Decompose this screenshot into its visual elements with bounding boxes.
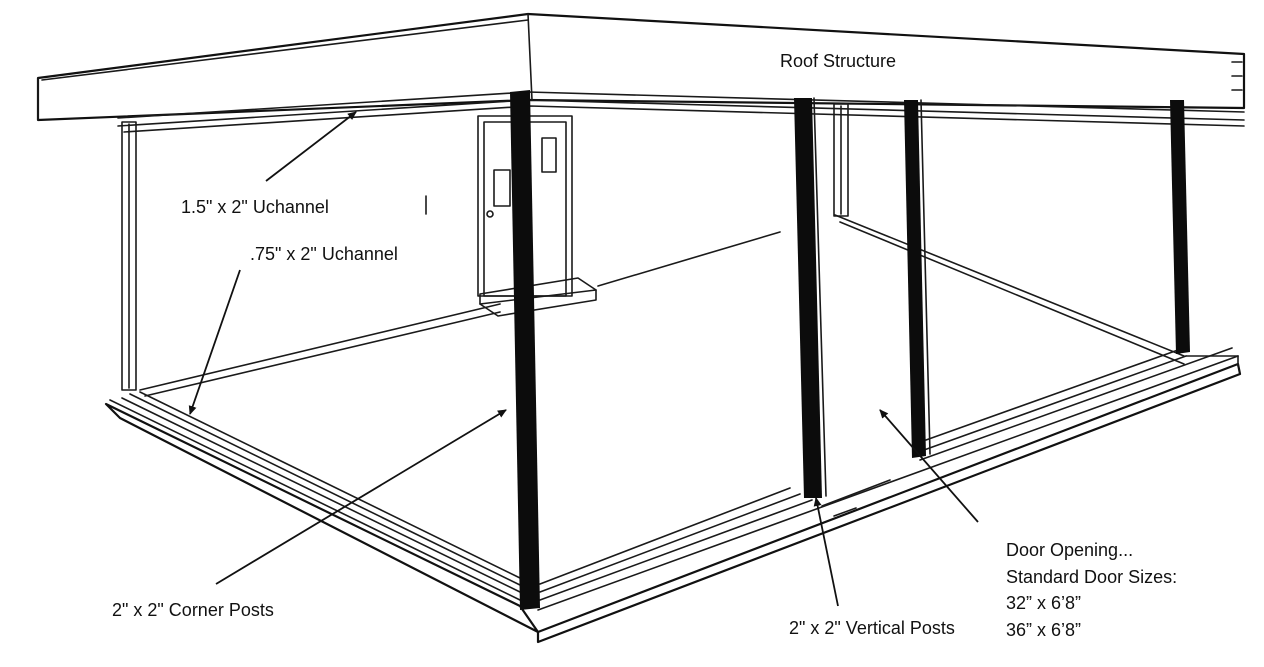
door-size-36: 36” x 6’8”: [1006, 619, 1082, 640]
door-opening-callout: Door Opening... Standard Door Sizes: 32”…: [1006, 537, 1177, 643]
vertical-post-3: [1170, 100, 1190, 354]
uchannel-large-label: 1.5" x 2" Uchannel: [181, 197, 329, 217]
arrow-corner-posts: [215, 409, 507, 585]
roof-slab: [36, 12, 1246, 122]
arrow-uchannel-small: [188, 269, 241, 415]
back-door: [477, 115, 597, 317]
leader-arrows: [188, 111, 979, 607]
vertical-post-2: [904, 99, 931, 458]
door-size-32: 32” x 6’8”: [1006, 593, 1082, 613]
arrow-vertical-posts: [813, 497, 839, 607]
vertical-posts-label: 2" x 2" Vertical Posts: [789, 618, 955, 638]
corner-post-front: [510, 90, 540, 610]
vertical-post-1: [794, 97, 827, 498]
left-rear-post: [121, 121, 137, 391]
arrow-uchannel-large: [265, 111, 357, 182]
door-opening-title: Door Opening...: [1006, 540, 1134, 560]
floor-left-channel: [104, 391, 540, 634]
arrow-door-opening: [879, 409, 979, 523]
back-wall: [139, 103, 1185, 397]
floor-right-channel: [536, 347, 1242, 644]
uchannel-small-label: .75" x 2" Uchannel: [250, 244, 398, 264]
corner-posts-label: 2" x 2" Corner Posts: [112, 600, 274, 620]
door-sizes-heading: Standard Door Sizes:: [1006, 566, 1178, 587]
roof-structure-label: Roof Structure: [780, 51, 897, 71]
top-uchannel: [117, 91, 1245, 133]
